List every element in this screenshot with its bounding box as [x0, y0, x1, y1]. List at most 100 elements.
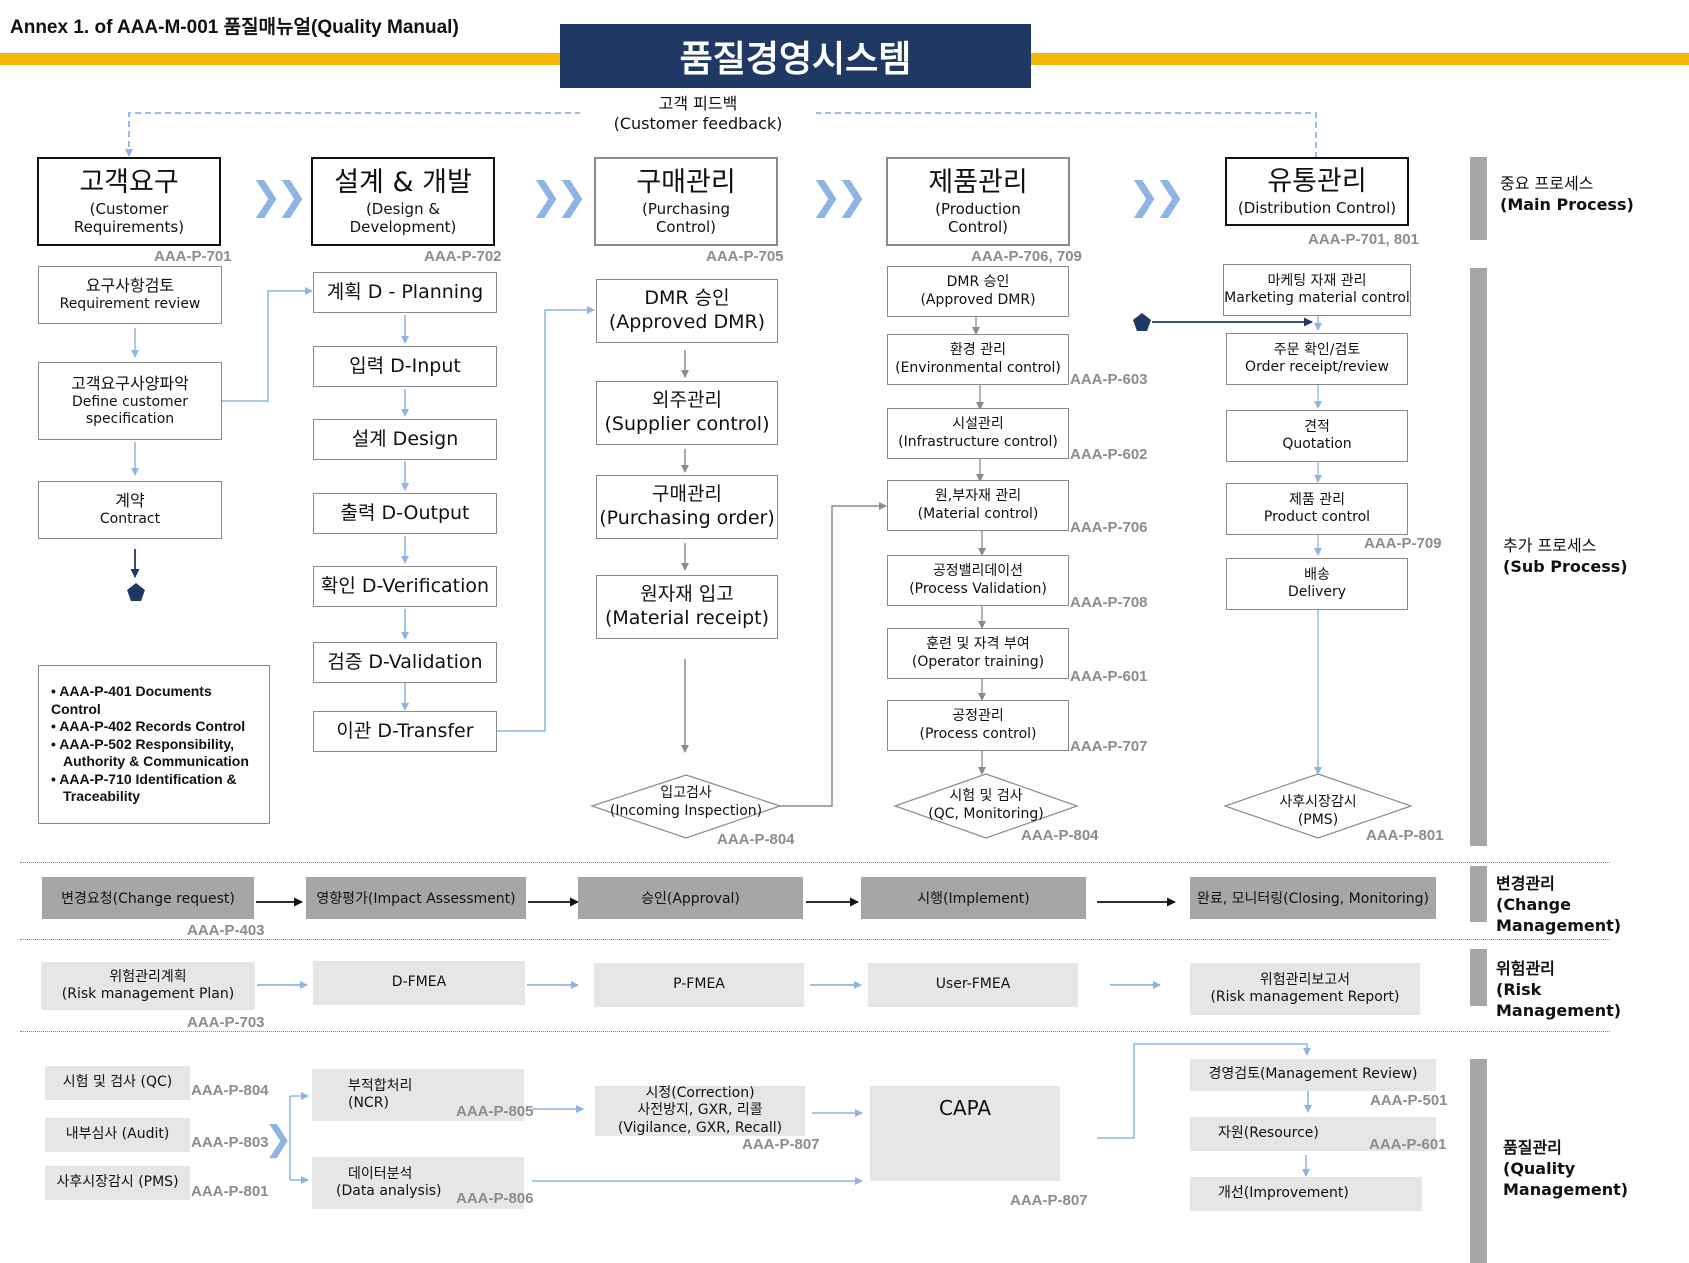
title-banner: 품질경영시스템	[560, 24, 1031, 88]
step-d-verification: 확인 D-Verification	[313, 566, 497, 607]
side-bar-quality-management	[1470, 1059, 1487, 1263]
side-bar-change-management	[1470, 866, 1487, 922]
risk-report-ko: 위험관리보고서	[1259, 971, 1351, 988]
end-pentagon-icon	[127, 583, 145, 601]
step-d-planning: 계획 D - Planning	[313, 272, 497, 313]
annex-title: Annex 1. of AAA-M-001 품질매뉴얼(Quality Manu…	[10, 17, 459, 38]
step-ko: 환경 관리	[950, 342, 1006, 358]
step-en: Contract	[99, 511, 161, 528]
step-en: (Supplier control)	[604, 413, 770, 435]
main-title: 설계 & 개발	[334, 166, 472, 198]
step-en: Product control	[1263, 509, 1371, 525]
step-ko: DMR 승인	[644, 287, 730, 310]
step-ko: 마케팅 자재 관리	[1267, 272, 1367, 289]
side-label-en: (Quality Management)	[1503, 1158, 1629, 1199]
step-en: (Material receipt)	[604, 607, 770, 629]
main-subtitle: Development)	[349, 218, 457, 237]
code-label: AAA-P-601	[1070, 668, 1148, 685]
code-label: AAA-P-602	[1070, 446, 1148, 463]
incoming-inspection-diamond	[590, 774, 782, 839]
risk-management-plan: 위험관리계획 (Risk management Plan)	[41, 962, 255, 1010]
step-ko: 고객요구사양파악	[71, 373, 189, 393]
audit-input: 내부심사 (Audit)	[45, 1118, 190, 1152]
side-label-ko: 추가 프로세스	[1503, 536, 1597, 555]
step-define-customer-spec: 고객요구사양파악 Define customer specification	[38, 362, 222, 440]
main-subtitle: (Customer	[89, 199, 169, 218]
feedback-en: (Customer feedback)	[613, 114, 783, 133]
pms-diamond	[1223, 773, 1413, 839]
code-label: AAA-P-403	[187, 922, 265, 939]
ncr: 부적합처리 (NCR)	[312, 1069, 524, 1121]
improvement-label: 개선(Improvement)	[1218, 1185, 1349, 1202]
step-d-input: 입력 D-Input	[313, 346, 497, 387]
side-label-ko: 품질관리	[1503, 1138, 1562, 1157]
code-label: AAA-P-702	[424, 248, 502, 265]
code-label: AAA-P-701, 801	[1308, 231, 1419, 248]
document-item: Control	[51, 700, 101, 717]
step-ko: 원,부자재 관리	[934, 488, 1022, 504]
side-label-en: (Main Process)	[1500, 194, 1634, 214]
qc-monitoring-diamond	[893, 773, 1079, 839]
main-purchasing-control: 구매관리 (Purchasing Control)	[594, 157, 778, 246]
p-fmea: P-FMEA	[594, 963, 804, 1007]
section-divider	[20, 1031, 1610, 1032]
user-fmea: User-FMEA	[868, 963, 1078, 1007]
main-subtitle: Control)	[947, 218, 1009, 237]
step-en: Requirement review	[59, 296, 201, 313]
side-label-ko: 중요 프로세스	[1500, 174, 1594, 193]
correction-ko: 시정(Correction)	[645, 1084, 755, 1101]
arrow	[1097, 1043, 1311, 1139]
step-en: (Approved DMR)	[608, 311, 766, 333]
step-ko: 구매관리	[652, 483, 722, 506]
step-ko: 주문 확인/검토	[1273, 341, 1361, 358]
step-en: Marketing material control	[1224, 290, 1410, 306]
code-label: AAA-P-807	[1010, 1192, 1088, 1209]
step-en: Order receipt/review	[1245, 359, 1389, 375]
arrow	[497, 306, 595, 732]
side-label-main-process: 중요 프로세스 (Main Process)	[1500, 174, 1634, 216]
diamond-en: (Incoming Inspection)	[609, 802, 763, 819]
step-process-validation: 공정밸리데이션 (Process Validation)	[887, 555, 1069, 606]
code-label: AAA-P-703	[187, 1014, 265, 1031]
step-environmental-control: 환경 관리 (Environmental control)	[887, 334, 1069, 385]
side-label-en: (Risk	[1496, 979, 1542, 999]
arrow	[222, 287, 313, 402]
resource: 자원(Resource)	[1190, 1117, 1436, 1151]
side-label-en: Management)	[1496, 1000, 1622, 1020]
main-distribution-control: 유통관리 (Distribution Control)	[1225, 157, 1409, 226]
code-label: AAA-P-806	[456, 1190, 534, 1207]
pms-label: 사후시장감시 (PMS)	[1238, 794, 1398, 829]
code-label: AAA-P-709	[1364, 535, 1442, 552]
correction-en: (Vigilance, GXR, Recall)	[617, 1119, 783, 1136]
step-ko: 제품 관리	[1289, 491, 1345, 508]
side-label-ko: 위험관리	[1496, 959, 1555, 978]
risk-report-en: (Risk management Report)	[1210, 989, 1400, 1005]
risk-management-report: 위험관리보고서 (Risk management Report)	[1190, 963, 1420, 1015]
code-label: AAA-P-706, 709	[971, 248, 1082, 265]
main-subtitle: Control)	[655, 218, 717, 237]
step-en: specification	[85, 411, 175, 427]
chevron-right-icon: ❯❯	[530, 174, 588, 218]
step-ko: 견적	[1304, 418, 1330, 435]
main-title: 유통관리	[1267, 166, 1367, 198]
side-label-en: (Sub Process)	[1503, 556, 1628, 576]
document-item: • AAA-P-710 Identification &	[51, 770, 237, 787]
step-ko: 시설관리	[952, 416, 1004, 432]
code-label: AAA-P-803	[191, 1134, 269, 1151]
step-ko: 훈련 및 자격 부여	[926, 636, 1030, 652]
step-en: (Purchasing order)	[599, 507, 775, 529]
section-divider	[20, 939, 1610, 940]
change-request: 변경요청(Change request)	[42, 877, 254, 919]
code-label: AAA-P-701	[154, 248, 232, 265]
main-subtitle: Requirements)	[73, 218, 185, 237]
correction-ko2: 사전방지, GXR, 리콜	[637, 1102, 763, 1119]
step-ko: DMR 승인	[946, 274, 1010, 290]
step-material-receipt: 원자재 입고 (Material receipt)	[596, 575, 778, 639]
qc-monitoring-label: 시험 및 검사 (QC, Monitoring)	[906, 788, 1066, 823]
step-marketing-material: 마케팅 자재 관리 Marketing material control	[1223, 264, 1411, 316]
code-label: AAA-P-804	[717, 831, 795, 848]
step-ko: 공정밸리데이션	[932, 563, 1024, 579]
section-divider	[20, 862, 1610, 863]
risk-plan-ko: 위험관리계획	[109, 968, 187, 985]
